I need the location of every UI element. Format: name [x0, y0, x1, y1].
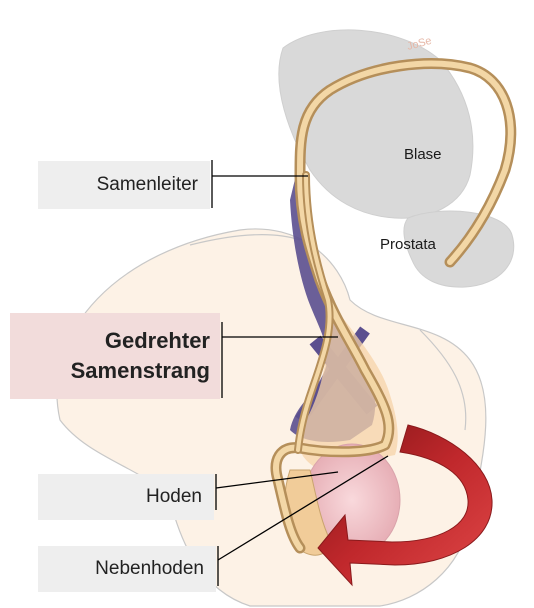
label-prostata: Prostata [380, 236, 436, 253]
label-samenstrang: Gedrehter Samenstrang [10, 313, 220, 399]
label-samenstrang-line1: Gedrehter [105, 326, 210, 356]
label-hoden-text: Hoden [146, 486, 202, 508]
label-samenstrang-line2: Samenstrang [71, 356, 210, 386]
label-samenleiter-text: Samenleiter [97, 174, 198, 196]
label-samenleiter: Samenleiter [38, 161, 210, 209]
label-nebenhoden: Nebenhoden [38, 546, 216, 592]
label-hoden: Hoden [38, 474, 214, 520]
label-blase: Blase [404, 146, 442, 163]
label-nebenhoden-text: Nebenhoden [95, 558, 204, 580]
